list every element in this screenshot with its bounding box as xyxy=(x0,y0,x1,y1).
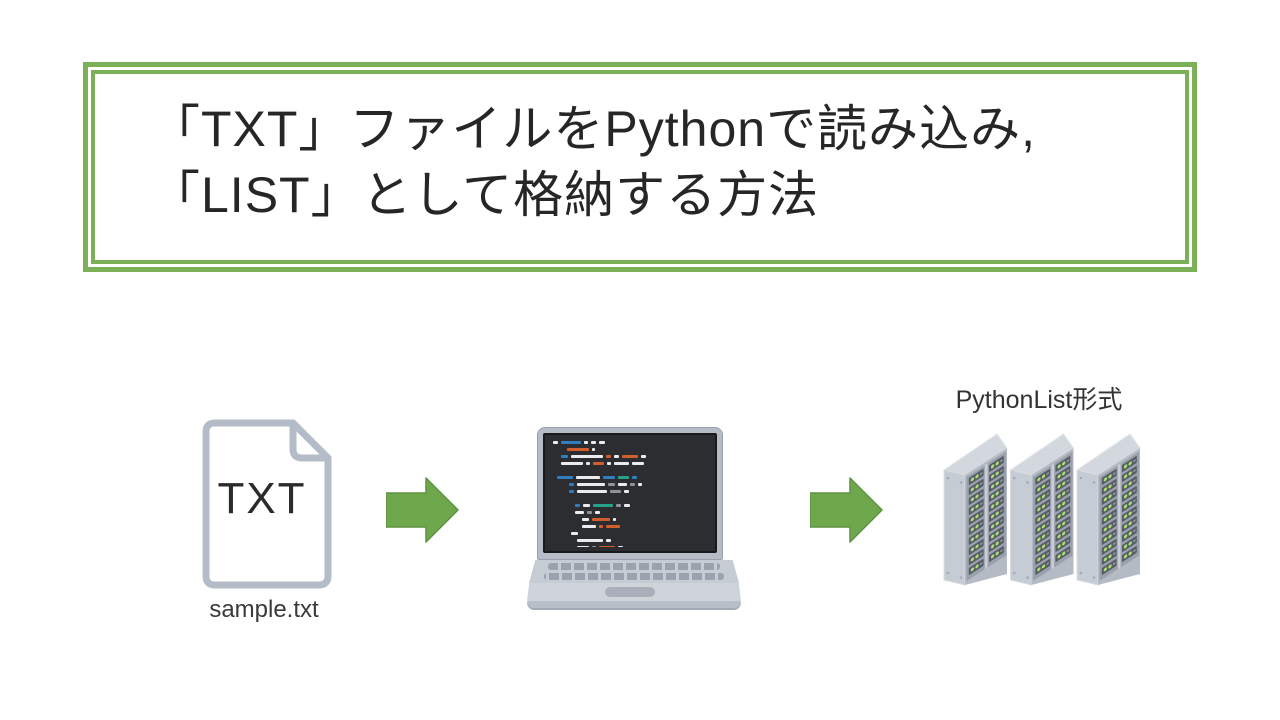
title-line-2: 「LIST」として格納する方法 xyxy=(150,167,820,223)
title-line-1: 「TXT」ファイルをPythonで読み込み, xyxy=(150,101,1036,157)
txt-file-icon: TXT xyxy=(201,418,335,590)
servers-label: PythonList形式 xyxy=(955,386,1123,414)
slide-title: 「TXT」ファイルをPythonで読み込み, 「LIST」として格納する方法 xyxy=(150,96,1036,228)
arrow-right-icon xyxy=(385,476,460,544)
laptop-trackpad xyxy=(605,587,655,597)
laptop-base xyxy=(527,601,741,610)
laptop-code-icon xyxy=(527,421,741,613)
file-type-label: TXT xyxy=(217,474,307,523)
title-box: 「TXT」ファイルをPythonで読み込み, 「LIST」として格納する方法 xyxy=(83,62,1197,272)
server-stack-icon xyxy=(933,426,1147,592)
arrow-right-icon xyxy=(809,476,884,544)
file-caption: sample.txt xyxy=(209,596,319,623)
document-icon xyxy=(202,419,332,589)
laptop-screen xyxy=(543,433,717,553)
title-box-inner-frame: 「TXT」ファイルをPythonで読み込み, 「LIST」として格納する方法 xyxy=(91,70,1189,264)
laptop-keyboard xyxy=(529,560,739,583)
laptop-code-area xyxy=(551,439,709,547)
